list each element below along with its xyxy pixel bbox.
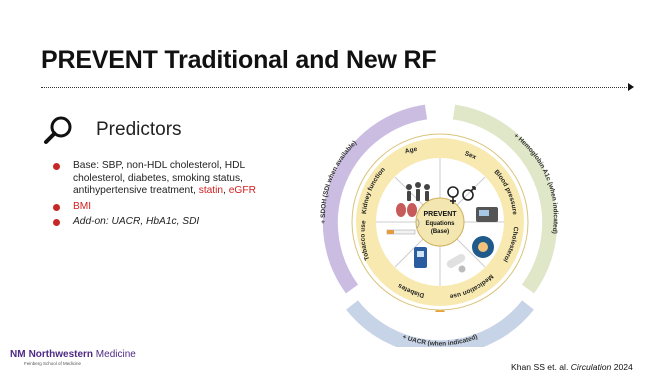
magnifier-icon [44,116,72,144]
uacr-ring [346,300,534,347]
citation: Khan SS et. al. Circulation 2024 [511,362,633,372]
bullet-dot [53,219,60,227]
logo-subtitle: Feinberg School of Medicine [24,361,82,366]
blood-pressure-monitor-icon [476,207,498,222]
svg-text:Sex: Sex [464,150,478,161]
nm-mark-icon: NM [10,349,26,360]
base-text: Base: SBP, non-HDL cholesterol, HDL chol… [73,160,245,197]
citation-authors: Khan SS et. al. [511,362,571,372]
prevent-diagram: + SDOH (SDI when available) + Hemoglobin… [320,104,559,347]
center-line-2: Equations [425,221,455,227]
bullet-dot [53,203,60,211]
predictor-list: Base: SBP, non-HDL cholesterol, HDL chol… [51,160,281,232]
segment-age-label: Age [404,146,418,155]
logo-text-2: Medicine [95,349,136,360]
title-dotted-rule [41,87,631,88]
gender-symbols-icon [447,186,476,204]
bullet-dot [53,163,60,170]
slide-title: PREVENT Traditional and New RF [41,46,437,74]
cholesterol-artery-icon [472,236,494,258]
segment-tobacco-label: Tobacco use [360,220,372,262]
sdi-ring [322,104,428,294]
kidney-icon [396,203,417,217]
logo-text: Northwestern [28,349,94,360]
svg-text:Age: Age [404,146,418,155]
statin-text: statin [198,185,224,197]
pills-icon [446,254,466,273]
list-item-addon: Add-on: UACR, HbA1c, SDI [51,216,281,229]
bmi-text: BMI [73,200,92,212]
list-item-base: Base: SBP, non-HDL cholesterol, HDL chol… [51,160,281,198]
people-icon [406,182,430,201]
hba1c-ring [452,104,558,294]
predictors-heading: Predictors [96,119,182,140]
center-line-1: PREVENT [423,211,457,218]
glucose-meter-icon [414,247,427,268]
center-line-3: (Base) [431,229,449,235]
list-item-bmi: BMI [51,201,281,214]
svg-text:Tobacco use: Tobacco use [360,220,372,262]
cigarette-icon [386,218,420,235]
base-separator: , [223,185,229,197]
citation-journal: Circulation [570,362,612,372]
egfr-text: eGFR [228,185,256,197]
segment-sex-label: Sex [464,150,478,161]
addon-text: Add-on: UACR, HbA1c, SDI [73,216,200,228]
center-disc [415,197,465,247]
citation-year: 2024 [611,362,633,372]
title-arrow-icon [628,83,634,91]
